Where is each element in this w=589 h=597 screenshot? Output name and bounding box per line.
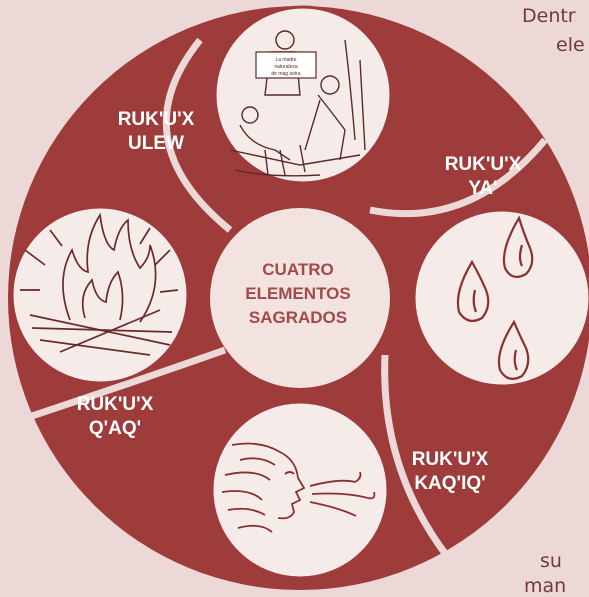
center-title-line-1: CUATRO — [262, 260, 334, 279]
element-label-kaqiq-line-1: RUK'U'X — [411, 449, 489, 470]
element-label-qaq-line-1: RUK'U'X — [76, 394, 154, 415]
center-title: CUATRO ELEMENTOS SAGRADOS — [233, 258, 363, 330]
sign-text: La madre — [275, 57, 296, 63]
center-disc — [210, 208, 390, 388]
element-label-ya-line-2: YA' — [468, 178, 498, 199]
element-label-ulew: RUK'U'X ULEW — [91, 108, 221, 156]
element-label-qaq: RUK'U'X Q'AQ' — [50, 393, 180, 441]
wind-face-icon — [210, 400, 390, 580]
side-text-top-2: ele — [556, 34, 585, 56]
side-text-bottom-1: su — [540, 550, 562, 572]
svg-text:naturaleza: naturaleza — [274, 64, 298, 70]
side-text-top-1: Dentr — [522, 5, 576, 27]
center-title-line-2: ELEMENTOS — [245, 284, 351, 303]
water-drops-icon — [412, 208, 589, 388]
element-label-ya: RUK'U'X YA' — [418, 153, 548, 201]
swirl-dividers — [18, 37, 548, 563]
bonfire-icon — [10, 205, 190, 385]
element-label-kaqiq: RUK'U'X KAQ'IQ' — [385, 448, 515, 496]
element-label-kaqiq-line-2: KAQ'IQ' — [414, 473, 486, 494]
element-label-ulew-line-2: ULEW — [128, 133, 184, 154]
center-title-line-3: SAGRADOS — [248, 308, 348, 327]
svg-text:de mag astra: de mag astra — [271, 71, 300, 77]
side-text-bottom-2: man — [524, 575, 567, 597]
element-label-ulew-line-1: RUK'U'X — [117, 109, 195, 130]
element-label-qaq-line-2: Q'AQ' — [88, 418, 142, 439]
people-planting-icon: La madre naturaleza de mag astra — [213, 5, 393, 185]
element-label-ya-line-1: RUK'U'X — [444, 154, 522, 175]
